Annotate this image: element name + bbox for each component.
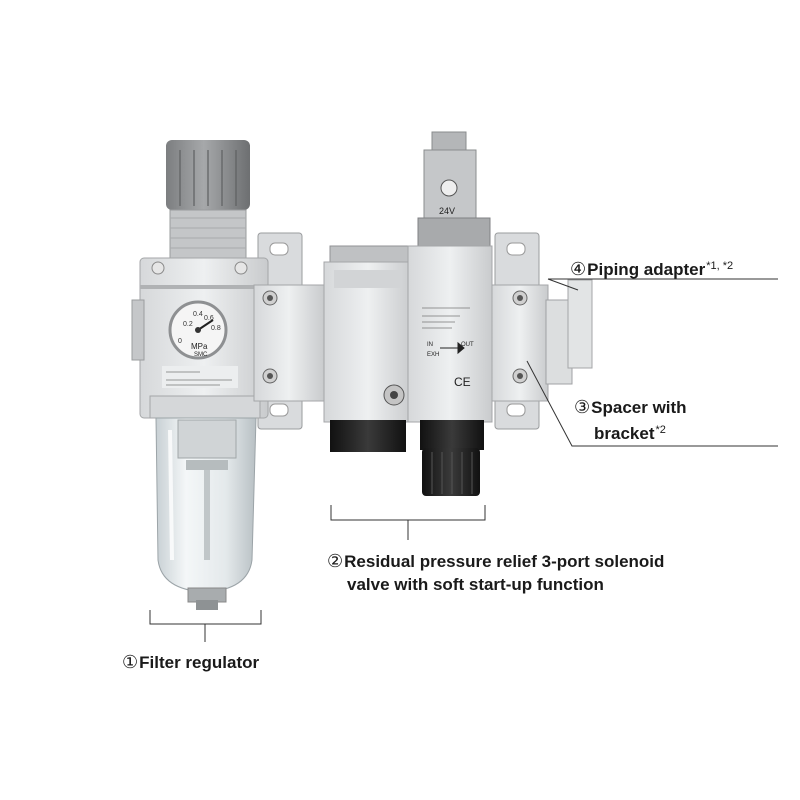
label-number: ③	[574, 397, 591, 417]
gauge-tick-label: 0.8	[211, 325, 221, 332]
label-text: valve with soft start-up function	[347, 575, 604, 594]
gauge-brand-label: SMC	[194, 352, 208, 358]
piping-adapter	[545, 279, 593, 385]
callout-bracket-solenoid	[330, 505, 486, 540]
label-text: Spacer with	[591, 398, 687, 417]
gauge-tick-label: 0.2	[183, 321, 193, 328]
callout-line-piping-adapter-leader	[547, 278, 579, 291]
gauge-tick-label: 0	[178, 338, 182, 345]
label-note: *1, *2	[706, 260, 734, 272]
label-filter-regulator: ①Filter regulator	[122, 651, 259, 674]
label-text: bracket	[594, 424, 655, 443]
label-text: Residual pressure relief 3-port solenoid	[344, 552, 665, 571]
label-piping-adapter: ④Piping adapter*1, *2	[570, 255, 733, 281]
spacer-with-bracket-right	[491, 284, 549, 402]
label-number: ①	[122, 652, 139, 672]
label-note: *2	[655, 424, 666, 436]
callout-bracket-filter	[149, 610, 262, 642]
label-text: Piping adapter	[587, 260, 706, 279]
port-out-label: OUT	[461, 342, 474, 348]
gauge-unit-label: MPa	[191, 342, 208, 351]
label-spacer-with-bracket: ③Spacer with bracket*2	[574, 396, 687, 445]
label-number: ②	[327, 551, 344, 571]
callout-lines	[149, 278, 778, 642]
solenoid-valve-unit: 24V IN OUT EXH CE	[323, 131, 493, 496]
port-exh-label: EXH	[427, 352, 439, 358]
spacer-left	[253, 284, 325, 402]
label-text: Filter regulator	[139, 653, 260, 672]
filter-regulator-unit: 0.2 0.4 0.6 0.8 0 MPa SMC	[131, 140, 269, 610]
gauge-tick-label: 0.6	[204, 315, 214, 322]
port-in-label: IN	[427, 342, 433, 348]
callout-line-spacer	[526, 360, 778, 447]
coil-voltage-label: 24V	[439, 206, 455, 216]
ce-mark: CE	[454, 375, 471, 389]
gauge-tick-label: 0.4	[193, 311, 203, 318]
label-solenoid-valve: ②Residual pressure relief 3-port solenoi…	[327, 550, 664, 596]
label-number: ④	[570, 259, 587, 279]
